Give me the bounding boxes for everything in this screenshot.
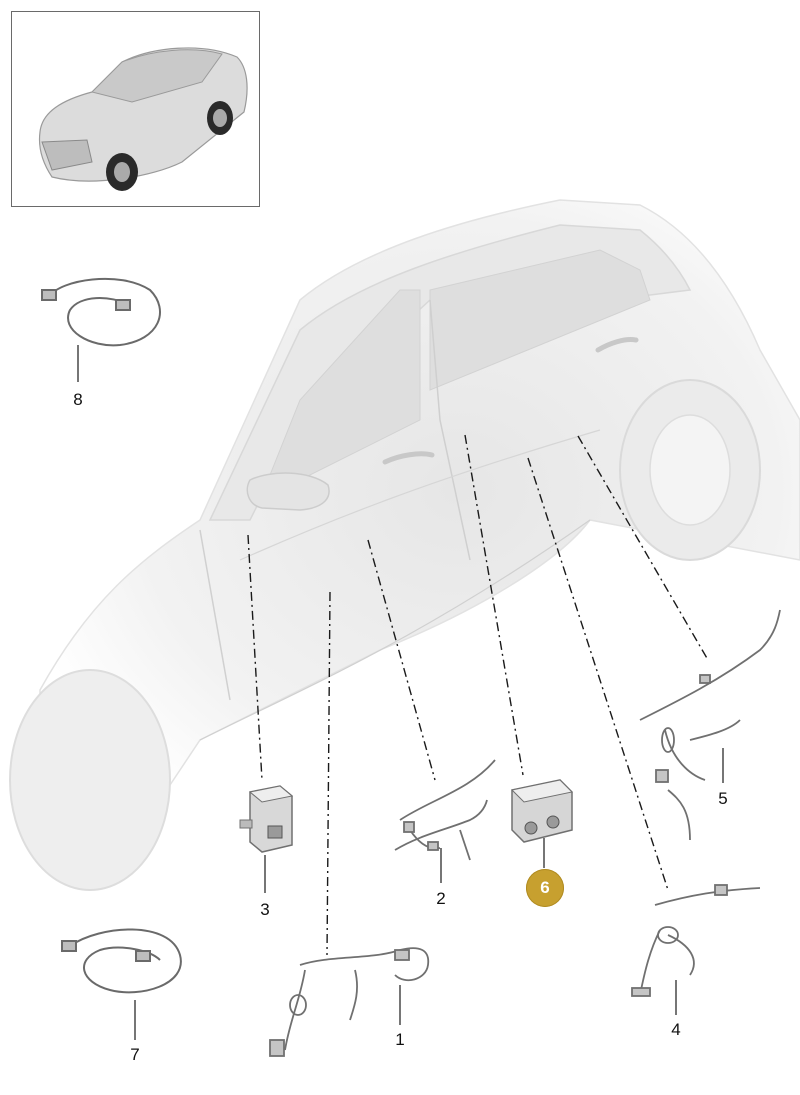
wiring-harness-icon — [394, 759, 496, 861]
leader-line-5 — [577, 435, 709, 661]
callout-label-6-highlighted[interactable]: 6 — [526, 869, 564, 907]
control-unit-icon — [510, 779, 574, 843]
callout-label-7[interactable]: 7 — [130, 1045, 140, 1064]
callout-label-1[interactable]: 1 — [395, 1030, 405, 1049]
car-side-illustration — [9, 199, 800, 891]
callout-label-3[interactable]: 3 — [260, 900, 270, 919]
leader-line-6 — [464, 434, 524, 776]
leader-line-2 — [367, 539, 436, 781]
vehicle-thumbnail-icon — [38, 47, 248, 191]
cable-icon — [41, 277, 161, 347]
callout-label-8[interactable]: 8 — [73, 390, 83, 409]
wiring-harness-icon — [631, 884, 761, 997]
callout-label-2[interactable]: 2 — [436, 889, 446, 908]
leader-line-1 — [326, 591, 331, 956]
callout-label-4[interactable]: 4 — [671, 1020, 681, 1039]
cable-icon — [61, 928, 182, 994]
wiring-harness-icon — [639, 609, 781, 841]
wiring-harness-icon — [269, 947, 430, 1057]
control-unit-icon — [239, 785, 294, 853]
leader-lines — [247, 434, 709, 956]
callout-label-5[interactable]: 5 — [718, 789, 728, 808]
vehicle-thumbnail — [11, 11, 260, 207]
leader-line-3 — [247, 534, 263, 781]
label-leaders — [77, 345, 724, 1040]
